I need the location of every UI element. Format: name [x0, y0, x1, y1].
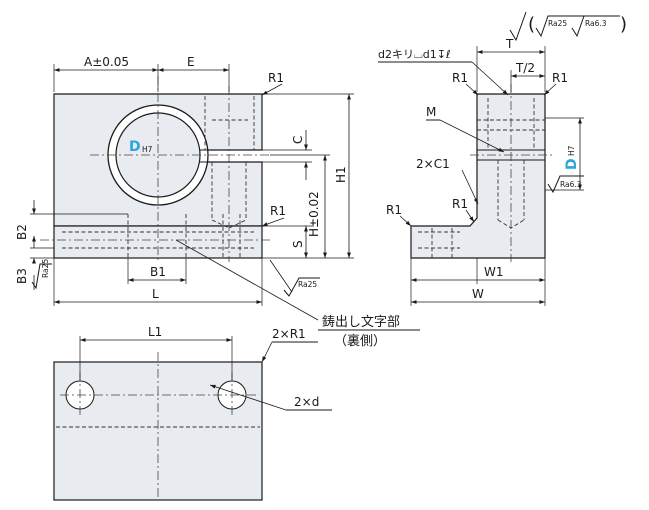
surface-finish-symbol: ( Ra25 Ra6.3 ) [509, 11, 627, 42]
r1-side-right-label: R1 [552, 71, 568, 85]
dim-t-label: T [505, 37, 514, 51]
casting-note-back: （裏側） [334, 334, 386, 349]
r1-side-lower-mid-label: R1 [452, 197, 468, 211]
dim-b1-label: B1 [150, 265, 166, 279]
svg-text:(: ( [528, 14, 535, 35]
r1-side-left-label: R1 [452, 71, 468, 85]
dim-h-label: H±0.02 [307, 191, 321, 237]
dim-s-label: S [291, 240, 305, 248]
side-d-label: D [564, 158, 580, 170]
dim-b2-label: B2 [15, 224, 29, 240]
bore-d-label: D [129, 139, 141, 155]
r1-top-label: R1 [268, 71, 284, 85]
ra25-global-label: Ra25 [548, 19, 567, 28]
side-view: T T/2 d2キリ⌴d1↧ℓ R1 R1 M 2×C1 R1 R1 D H7 … [378, 37, 584, 306]
casting-note-leader [175, 239, 319, 321]
dim-h1-label: H1 [334, 166, 348, 183]
two-c1-label: 2×C1 [416, 157, 450, 171]
bottom-view: L1 2×R1 2×d [53, 325, 332, 501]
dim-e-label: E [187, 55, 195, 69]
r1-side-lower-left-label: R1 [386, 203, 402, 217]
dim-w1-label: W1 [484, 265, 504, 279]
ra63-side-label: Ra6.3 [560, 180, 582, 189]
front-view: D H7 A±0.05 E R1 H1 H±0.02 C S R1 [15, 55, 420, 349]
dim-w-label: W [472, 287, 484, 301]
bore-tolerance-label: H7 [142, 145, 153, 154]
svg-text:): ) [620, 14, 627, 35]
side-body [410, 93, 546, 259]
r1-mid-label: R1 [270, 204, 286, 218]
side-tolerance-label: H7 [567, 145, 576, 156]
dim-t-half-label: T/2 [515, 61, 535, 75]
ra25-front-label: Ra25 [298, 280, 317, 289]
ra25-left-label: Ra25 [41, 259, 50, 278]
hole-callout: d2キリ⌴d1↧ℓ [378, 48, 451, 61]
dim-c-label: C [291, 136, 305, 144]
dim-l-label: L [152, 287, 159, 301]
m-label: M [426, 105, 436, 119]
dim-b3-label: B3 [15, 268, 29, 284]
two-d-label: 2×d [294, 395, 319, 409]
ra63-global-label: Ra6.3 [585, 19, 607, 28]
dim-l1-label: L1 [148, 325, 162, 339]
casting-note: 鋳出し文字部 [322, 314, 400, 330]
dim-a-label: A±0.05 [84, 55, 129, 69]
two-r1-label: 2×R1 [272, 327, 306, 341]
